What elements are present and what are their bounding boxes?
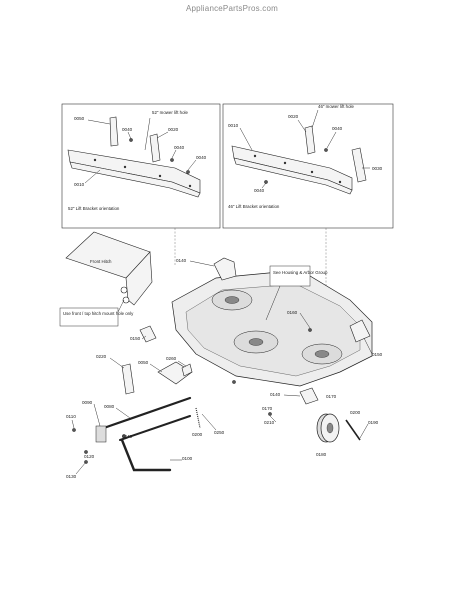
label-0200b: 0200 (350, 410, 361, 415)
label-0080: 0080 (104, 404, 115, 409)
label-0150a: 0150 (130, 336, 141, 341)
bolt-0190 (345, 419, 361, 441)
label-0010-inset46: 0010 (228, 123, 239, 128)
note-use-front: Use front / top hitch mount hole only (63, 311, 134, 316)
bracket-0030-46 (351, 147, 367, 183)
front-hitch-side (125, 251, 153, 306)
label-0040-inset46-b: 0040 (254, 188, 265, 193)
label-0240: 0240 (122, 434, 133, 439)
bracket-0150-right (349, 319, 371, 343)
bracket-0140-top (213, 257, 237, 281)
label-0040-inset-c: 0040 (196, 155, 207, 160)
label-0250: 0250 (214, 430, 225, 435)
label-0050-inset: 0050 (74, 116, 85, 121)
caption-46-orientation: 46" Lift Bracket orientation (228, 204, 280, 209)
inset-52-lift-bracket: 0050 0040 0020 0040 0040 0010 52" mower … (61, 103, 221, 229)
label-0040-inset46-a: 0040 (332, 126, 343, 131)
label-0130: 0130 (66, 474, 77, 479)
clevis-0090 (95, 425, 107, 443)
note-52-hole: 52" mower lift hole (152, 110, 189, 115)
inset-46-lift-bracket: 0010 0020 0040 0040 0030 46" mower lift … (222, 103, 394, 229)
label-0190: 0190 (368, 420, 379, 425)
callout-box-front-hole (59, 307, 119, 327)
label-0180: 0180 (316, 452, 327, 457)
label-0010-inset: 0010 (74, 182, 85, 187)
note-front-hitch: Front Hitch (90, 259, 112, 264)
label-0170b: 0170 (326, 394, 337, 399)
bracket-0260 (181, 363, 193, 377)
label-0020-inset46: 0020 (288, 114, 299, 119)
label-0140a: 0140 (176, 258, 187, 263)
bracket-0150-left (139, 325, 157, 343)
label-0040-inset-a: 0040 (122, 127, 133, 132)
nut-0040-46a (324, 148, 328, 152)
note-see-housing: See Housing & Arbor Group (273, 270, 328, 275)
front-hitch-group: Front Hitch Use front / top hitch mount … (59, 231, 153, 327)
label-0160: 0160 (287, 310, 298, 315)
rod-0090 (119, 415, 191, 441)
label-0050-main: 0050 (138, 360, 149, 365)
bracket-0140-lower (299, 387, 319, 405)
label-0090: 0090 (82, 400, 93, 405)
nut-0040c (186, 170, 190, 174)
lift-bracket-52-edge (69, 161, 201, 198)
label-0220: 0220 (96, 354, 107, 359)
label-0150b: 0150 (372, 352, 383, 357)
rod-0080 (96, 396, 192, 432)
bracket-0020 (149, 133, 161, 163)
nut-0040b (170, 158, 174, 162)
note-46-hole: 46" mower lift hole (318, 104, 355, 109)
label-0110: 0110 (66, 414, 76, 419)
bracket-0050 (109, 116, 119, 147)
lift-bracket-46-edge (233, 157, 353, 195)
label-0260: 0260 (166, 356, 177, 361)
label-0200a: 0200 (192, 432, 203, 437)
label-0100: 0100 (182, 456, 193, 461)
caption-52-orientation: 52" Lift Bracket orientation (68, 206, 120, 211)
mower-deck: See Housing & Arbor Group (171, 265, 373, 387)
label-0210: 0210 (264, 420, 275, 425)
label-0140b: 0140 (270, 392, 281, 397)
label-0030-inset46: 0030 (372, 166, 383, 171)
site-watermark: AppliancePartsPros.com (186, 4, 278, 13)
nut-0040-46b (264, 180, 268, 184)
label-0020-inset: 0020 (168, 127, 179, 132)
label-0120: 0120 (84, 454, 95, 459)
label-0170a: 0170 (262, 406, 273, 411)
label-0040-inset-b: 0040 (174, 145, 185, 150)
rod-0100 (120, 438, 172, 472)
link-0220 (121, 363, 135, 395)
bracket-0020-46 (304, 125, 316, 155)
callout-box-housing (269, 265, 311, 287)
